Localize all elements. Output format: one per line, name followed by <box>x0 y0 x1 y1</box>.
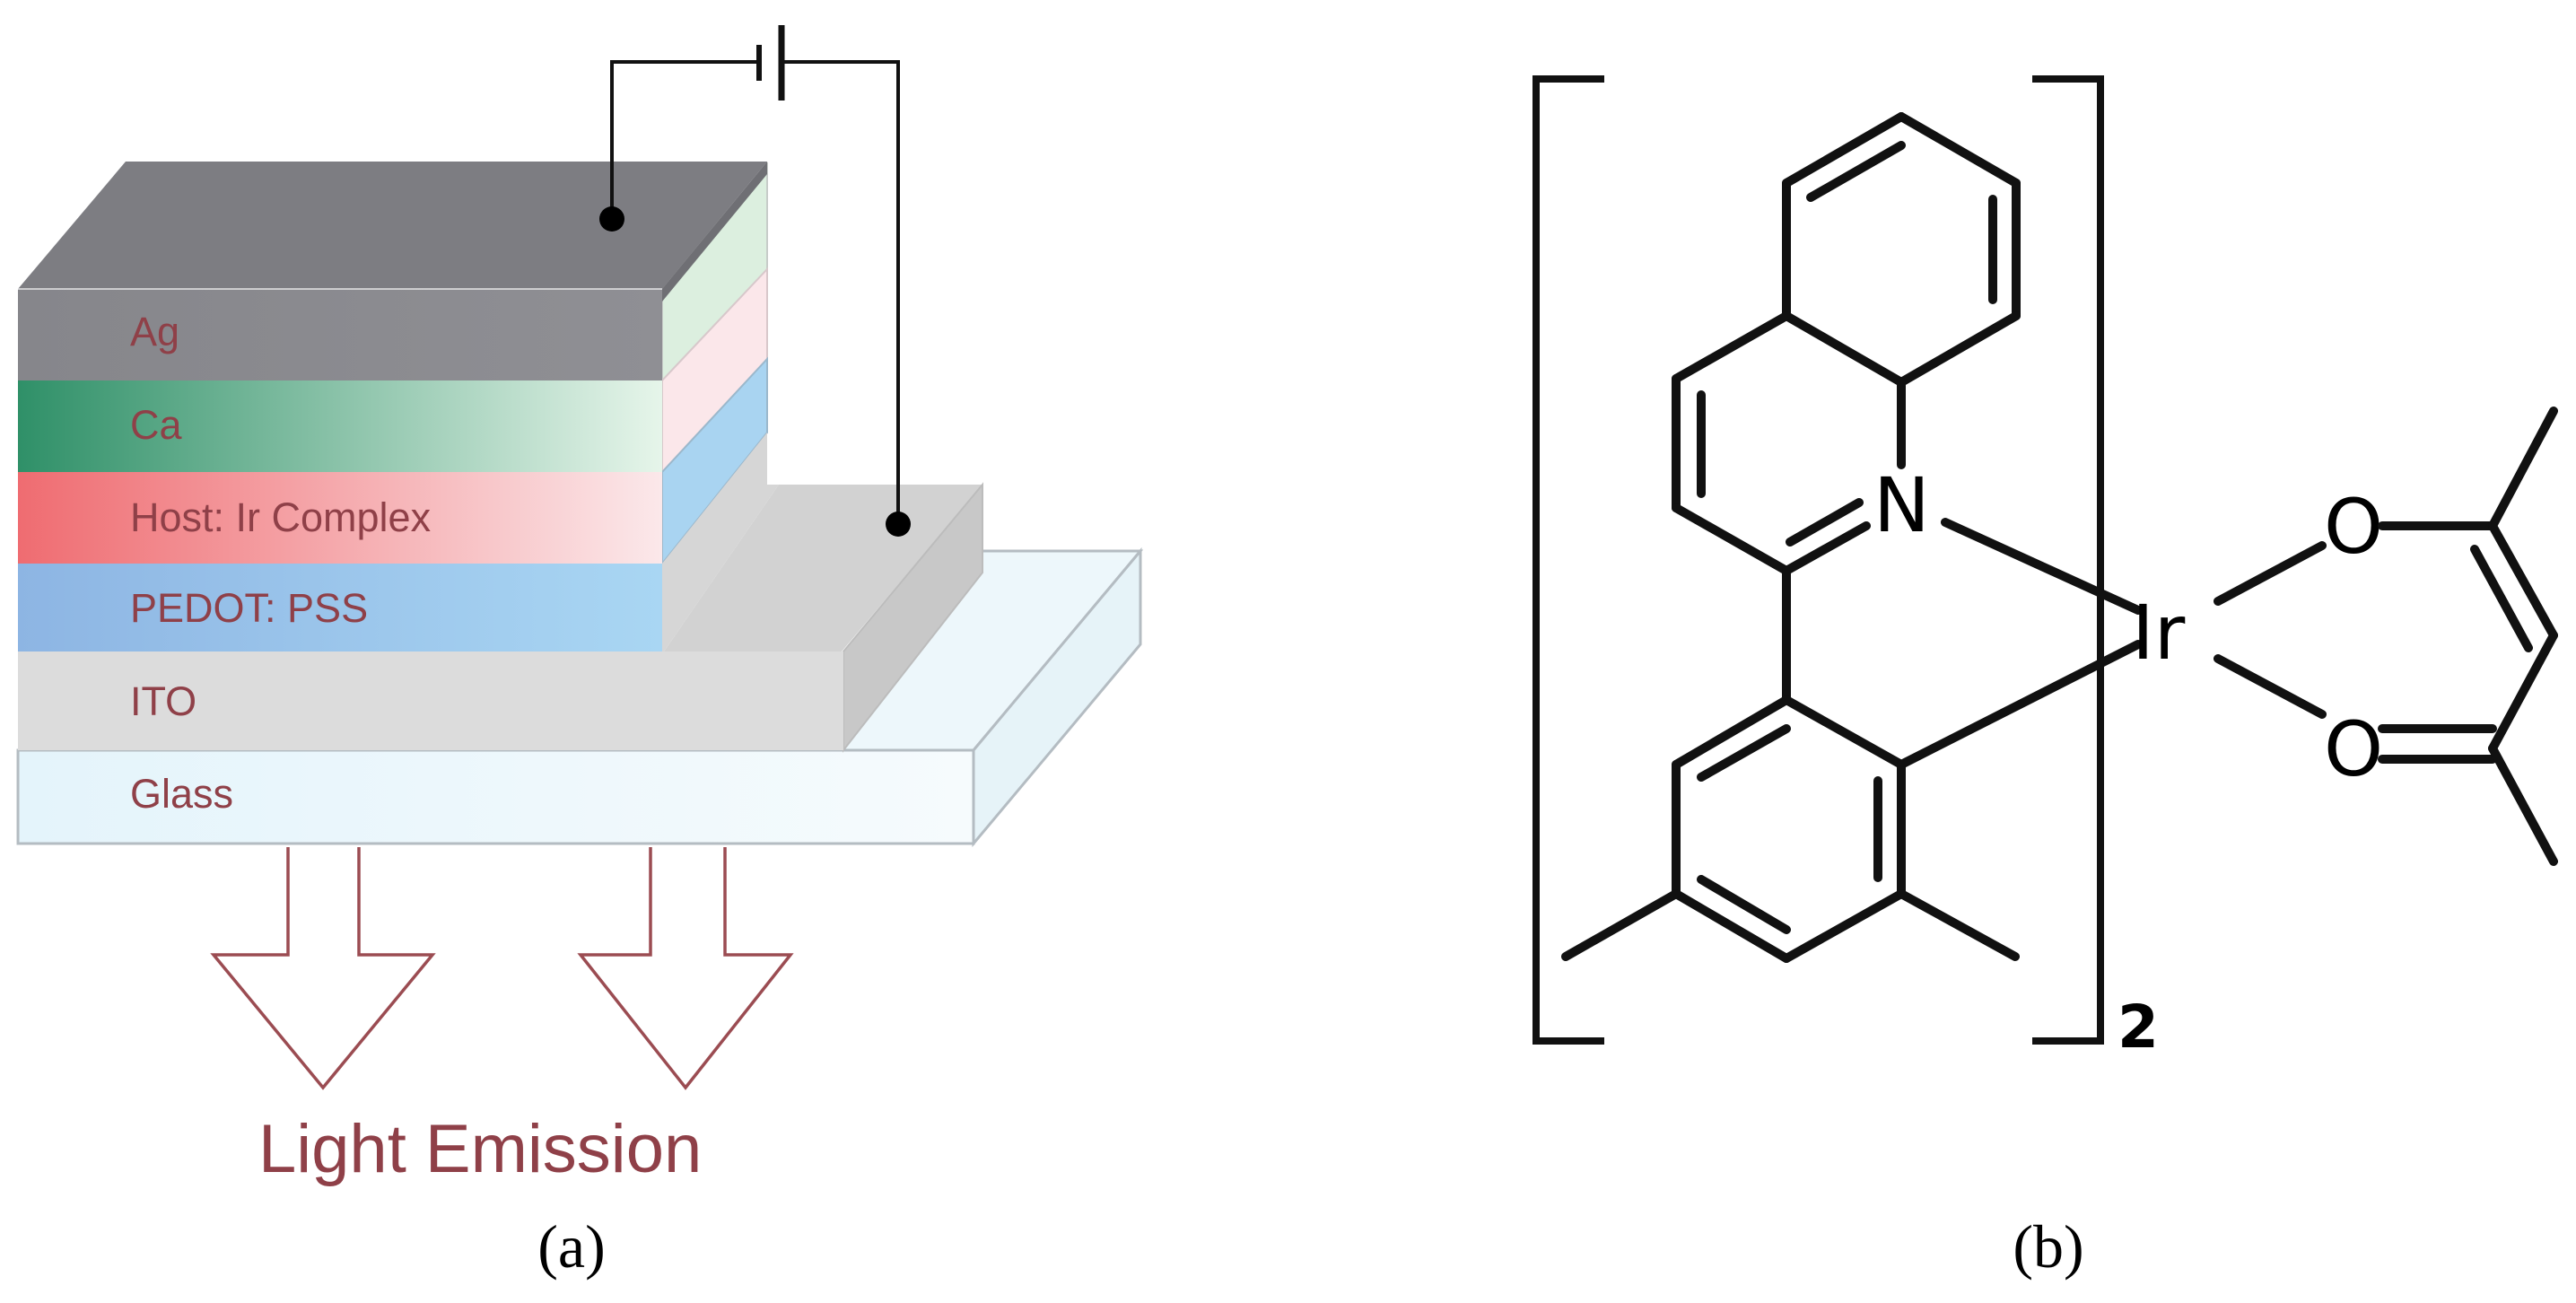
panel-b-label: (b) <box>2013 1212 2083 1281</box>
emission-arrow-left <box>210 847 436 1090</box>
layer-label-pedot: PEDOT: PSS <box>130 585 368 631</box>
ca-layer <box>18 380 662 472</box>
host-layer <box>18 472 662 564</box>
benzo-ring <box>1782 112 2021 387</box>
phenyl-ring <box>1672 695 1906 963</box>
emission-arrow-right <box>577 847 794 1090</box>
stack-side-face <box>661 162 779 652</box>
cathode-contact <box>599 206 624 232</box>
pyridine-ring <box>1672 311 1906 575</box>
ag-layer <box>18 162 767 380</box>
panel-a-device: Ag Ca Host: Ir Complex PEDOT: PSS ITO Gl… <box>16 25 1144 1281</box>
methyl-bond-left <box>1561 889 1681 961</box>
battery-circuit <box>599 25 911 537</box>
layer-label-host: Host: Ir Complex <box>130 494 432 540</box>
layer-label-ito: ITO <box>130 678 196 724</box>
atom-iridium: Ir <box>2132 589 2186 677</box>
anode-contact <box>886 512 911 537</box>
pedot-layer <box>18 564 662 652</box>
right-bracket <box>2032 75 2104 1045</box>
layer-label-glass: Glass <box>130 771 233 817</box>
acac-ligand <box>2378 407 2558 866</box>
layer-label-ca: Ca <box>130 402 182 448</box>
methyl-bond-right <box>1897 889 2020 961</box>
layer-label-ag: Ag <box>130 309 179 354</box>
atom-oxygen-bottom: O <box>2324 705 2383 793</box>
atom-oxygen-top: O <box>2324 483 2383 571</box>
n-ir-bond <box>1941 518 2143 615</box>
light-emission-label: Light Emission <box>258 1111 702 1187</box>
glass-layer <box>16 547 1144 848</box>
ir-o-top-bond <box>2214 541 2327 606</box>
bracket-subscript: 2 <box>2118 993 2159 1062</box>
c-ir-bond <box>1897 640 2143 769</box>
panel-a-label: (a) <box>537 1212 605 1281</box>
ir-o-bottom-bond <box>2214 654 2327 719</box>
panel-b-structure: 2 N <box>1533 75 2558 1281</box>
left-bracket <box>1533 75 1604 1045</box>
atom-nitrogen: N <box>1873 461 1930 549</box>
